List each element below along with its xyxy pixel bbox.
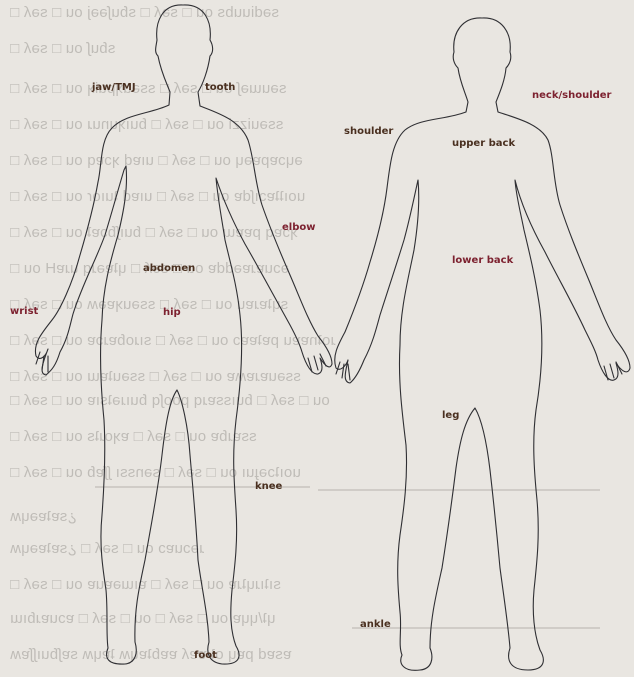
label-ankle: ankle <box>360 619 391 630</box>
label-shoulder: shoulder <box>344 126 393 137</box>
label-leg: leg <box>442 410 459 421</box>
front-body-outline <box>35 5 332 664</box>
label-neck-shoulder: neck/shoulder <box>532 90 612 101</box>
label-hip: hip <box>163 307 181 318</box>
label-tooth: tooth <box>205 82 235 93</box>
label-upper-back: upper back <box>452 138 515 149</box>
label-wrist: wrist <box>10 306 38 317</box>
label-knee: knee <box>255 481 282 492</box>
label-elbow: elbow <box>282 222 315 233</box>
back-right-hand-fingers <box>604 362 622 380</box>
label-abdomen: abdomen <box>143 263 195 274</box>
back-left-hand-fingers <box>336 362 350 380</box>
label-jaw-tmj: jaw/TMJ <box>92 82 136 93</box>
label-foot: foot <box>194 650 217 661</box>
label-lower-back: lower back <box>452 255 513 266</box>
back-body-outline <box>335 18 630 670</box>
